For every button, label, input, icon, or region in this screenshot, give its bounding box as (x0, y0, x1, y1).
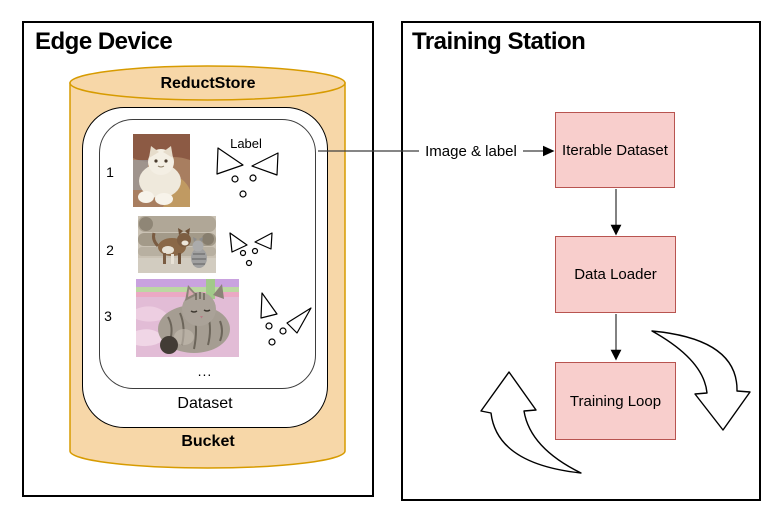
bucket-label: Bucket (181, 432, 235, 450)
cat-photo-3 (136, 279, 239, 357)
edge-device-title: Edge Device (35, 28, 173, 55)
records-ellipsis: ... (197, 363, 213, 379)
cat-photo-1 (133, 134, 190, 207)
cat-face-landmarks-1 (216, 147, 279, 198)
node-training-loop: Training Loop (555, 362, 676, 440)
cat-face-landmarks-2 (229, 232, 273, 267)
node-data-loader: Data Loader (555, 236, 676, 313)
node-training-loop-label: Training Loop (569, 392, 662, 410)
node-data-loader-label: Data Loader (574, 266, 657, 283)
label-caption: Label (230, 135, 262, 151)
record-3-index: 3 (104, 308, 112, 324)
cat-face-landmarks-3 (260, 292, 312, 346)
node-iterable-dataset-label: Iterable Dataset (562, 141, 668, 159)
dataset-label: Dataset (177, 394, 233, 412)
cat-photo-2 (138, 216, 216, 273)
node-iterable-dataset: Iterable Dataset (555, 112, 675, 188)
record-2-index: 2 (106, 242, 114, 258)
record-1-index: 1 (106, 164, 114, 180)
training-station-title: Training Station (412, 28, 586, 55)
reductstore-label: ReductStore (160, 74, 256, 92)
connector-label: Image & label (419, 142, 523, 160)
